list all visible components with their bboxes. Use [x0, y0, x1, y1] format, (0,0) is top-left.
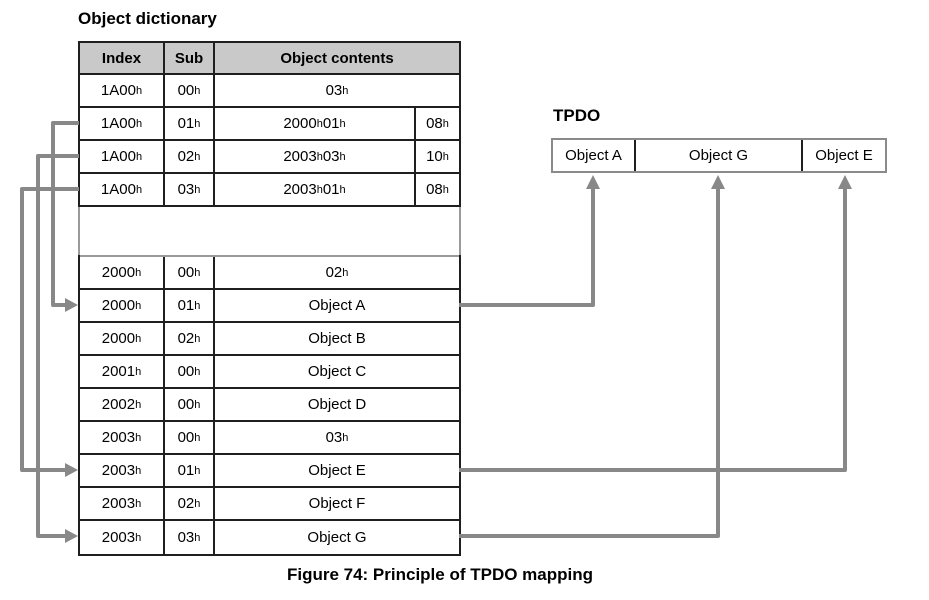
tpdo-cell-object-g: Object G	[634, 140, 803, 171]
header-index: Index	[80, 43, 165, 73]
object-contents-cell: Object G	[307, 529, 367, 546]
table-header-row: Index Sub Object contents	[80, 43, 459, 75]
header-sub: Sub	[165, 43, 215, 73]
figure-caption: Figure 74: Principle of TPDO mapping	[286, 565, 594, 584]
object-contents-cell: Object C	[307, 363, 367, 380]
header-object-contents: Object contents	[280, 49, 394, 67]
arrow-object-a-row-to-tpdo	[459, 175, 600, 307]
object-contents-cell: Object E	[308, 462, 366, 479]
object-contents-cell: Object B	[308, 330, 366, 347]
arrow-1a00-02-to-object-g-row	[36, 154, 79, 543]
arrow-object-e-row-to-tpdo	[459, 175, 852, 472]
object-dictionary-title: Object dictionary	[78, 9, 217, 28]
tpdo-frame: Object A Object G Object E	[551, 138, 887, 173]
object-contents-cell: Object F	[308, 495, 366, 512]
arrow-1a00-01-to-object-a-row	[51, 121, 79, 312]
arrow-object-g-row-to-tpdo	[459, 175, 725, 538]
tpdo-cell-object-e: Object E	[815, 147, 873, 164]
object-contents-cell: Object A	[308, 297, 366, 314]
table-gap-row	[78, 207, 461, 257]
tpdo-cell-object-a: Object A	[565, 147, 622, 164]
arrow-1a00-03-to-object-e-row	[20, 187, 79, 477]
tpdo-title: TPDO	[553, 106, 601, 125]
object-contents-cell: Object D	[307, 396, 367, 413]
